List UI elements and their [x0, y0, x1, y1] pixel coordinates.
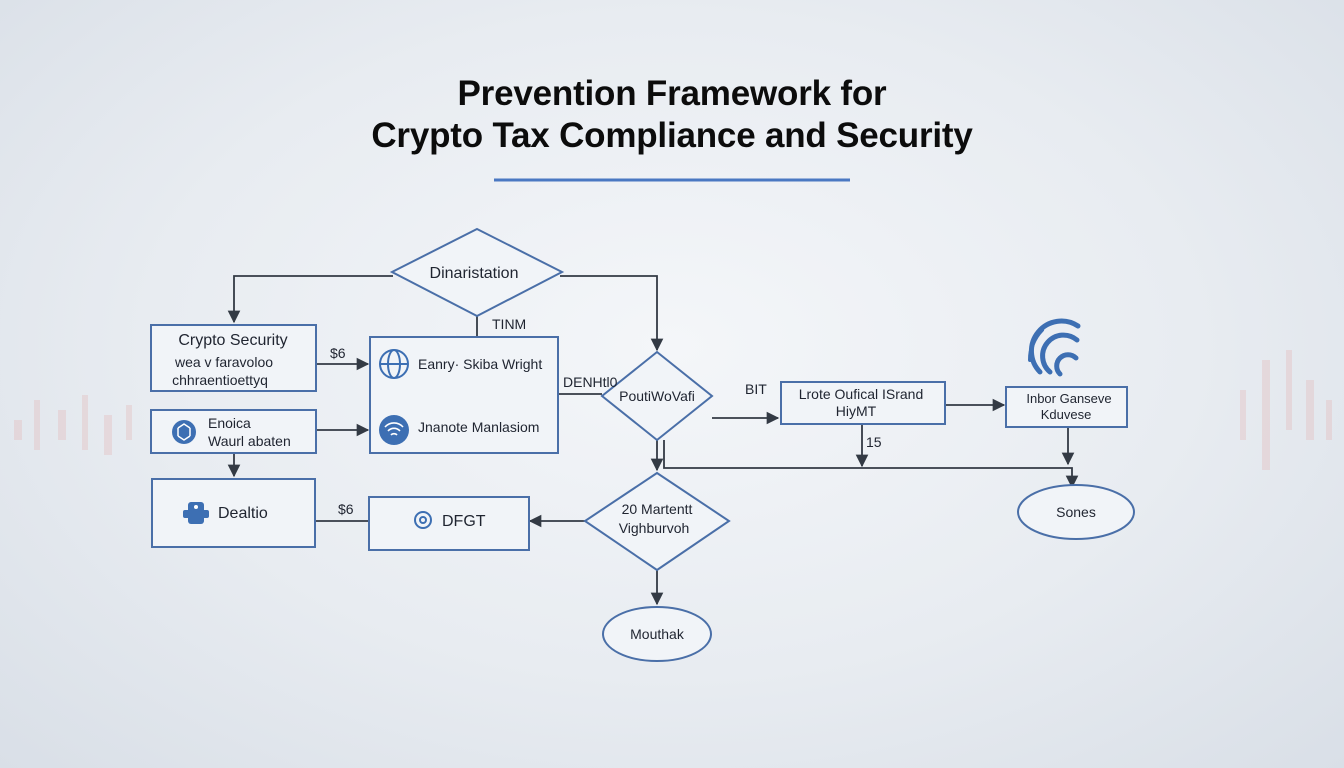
node-enoica: Enoica Waurl abaten [150, 409, 317, 454]
background-bars [14, 350, 1332, 470]
sones-label: Sones [1056, 504, 1096, 520]
lrote-line1: Lrote Oufical ISrand [799, 386, 924, 402]
node-sones: Sones [1017, 484, 1135, 540]
martentt-line2: Vighburvoh [619, 520, 690, 536]
node-lrote: Lrote Oufical ISrand HiyMT [780, 381, 946, 425]
edge-label-denh: DENHtl0 [563, 374, 618, 390]
node-pouitiwovafi: PoutiWoVafi [600, 350, 714, 442]
node-martentt: 20 Martentt Vighburvoh [583, 471, 731, 572]
enoica-line2: Waurl abaten [208, 433, 291, 449]
node-mouthak: Mouthak [602, 606, 712, 662]
inbor-line2: Kduvese [1041, 407, 1092, 422]
title-line-2: Crypto Tax Compliance and Security [371, 116, 973, 155]
wifi-signal-icon [379, 415, 409, 445]
enoica-line1: Enoica [208, 415, 251, 431]
lrote-line2: HiyMT [836, 403, 877, 419]
node-dfgt: DFGT [368, 496, 530, 551]
node-crypto-security: Crypto Security wea v faravoloo chhraent… [150, 324, 317, 392]
dealtio-label: Dealtio [218, 505, 268, 522]
shield-lock-icon [183, 502, 209, 524]
dfgt-label: DFGT [442, 513, 486, 530]
node-dinaristation-label: Dinaristation [430, 265, 519, 282]
node-eanry-jnanote: Eanry· Skiba Wright Jnanote Manlasiom [369, 336, 559, 454]
inbor-line1: Inbor Ganseve [1026, 391, 1111, 406]
title-line-1: Prevention Framework for [457, 74, 887, 113]
gear-icon [414, 511, 432, 529]
jnanote-label: Jnanote Manlasiom [418, 419, 539, 435]
edge-label-bit: BIT [745, 381, 767, 397]
globe-icon [379, 349, 409, 379]
crypto-security-title: Crypto Security [178, 332, 287, 349]
node-dinaristation: Dinaristation [389, 227, 565, 318]
crypto-security-line2: wea v faravoloo [174, 354, 273, 370]
signal-arcs-icon [1027, 318, 1081, 377]
edges [227, 275, 1079, 606]
edge-label-s6-bottom: $6 [338, 501, 354, 517]
mouthak-label: Mouthak [630, 626, 685, 642]
node-inbor: Inbor Ganseve Kduvese [1005, 318, 1128, 428]
edge-label-15: 15 [866, 434, 882, 450]
edge-label-s6-top: $6 [330, 345, 346, 361]
network-badge-icon [172, 420, 196, 444]
crypto-security-line3: chhraentioettyq [172, 372, 268, 388]
pouitiwovafi-label: PoutiWoVafi [619, 388, 695, 404]
node-dealtio: Dealtio [151, 478, 316, 548]
edge-label-tinm: TINM [492, 316, 526, 332]
eanry-label: Eanry· Skiba Wright [418, 356, 542, 372]
martentt-line1: 20 Martentt [622, 501, 693, 517]
